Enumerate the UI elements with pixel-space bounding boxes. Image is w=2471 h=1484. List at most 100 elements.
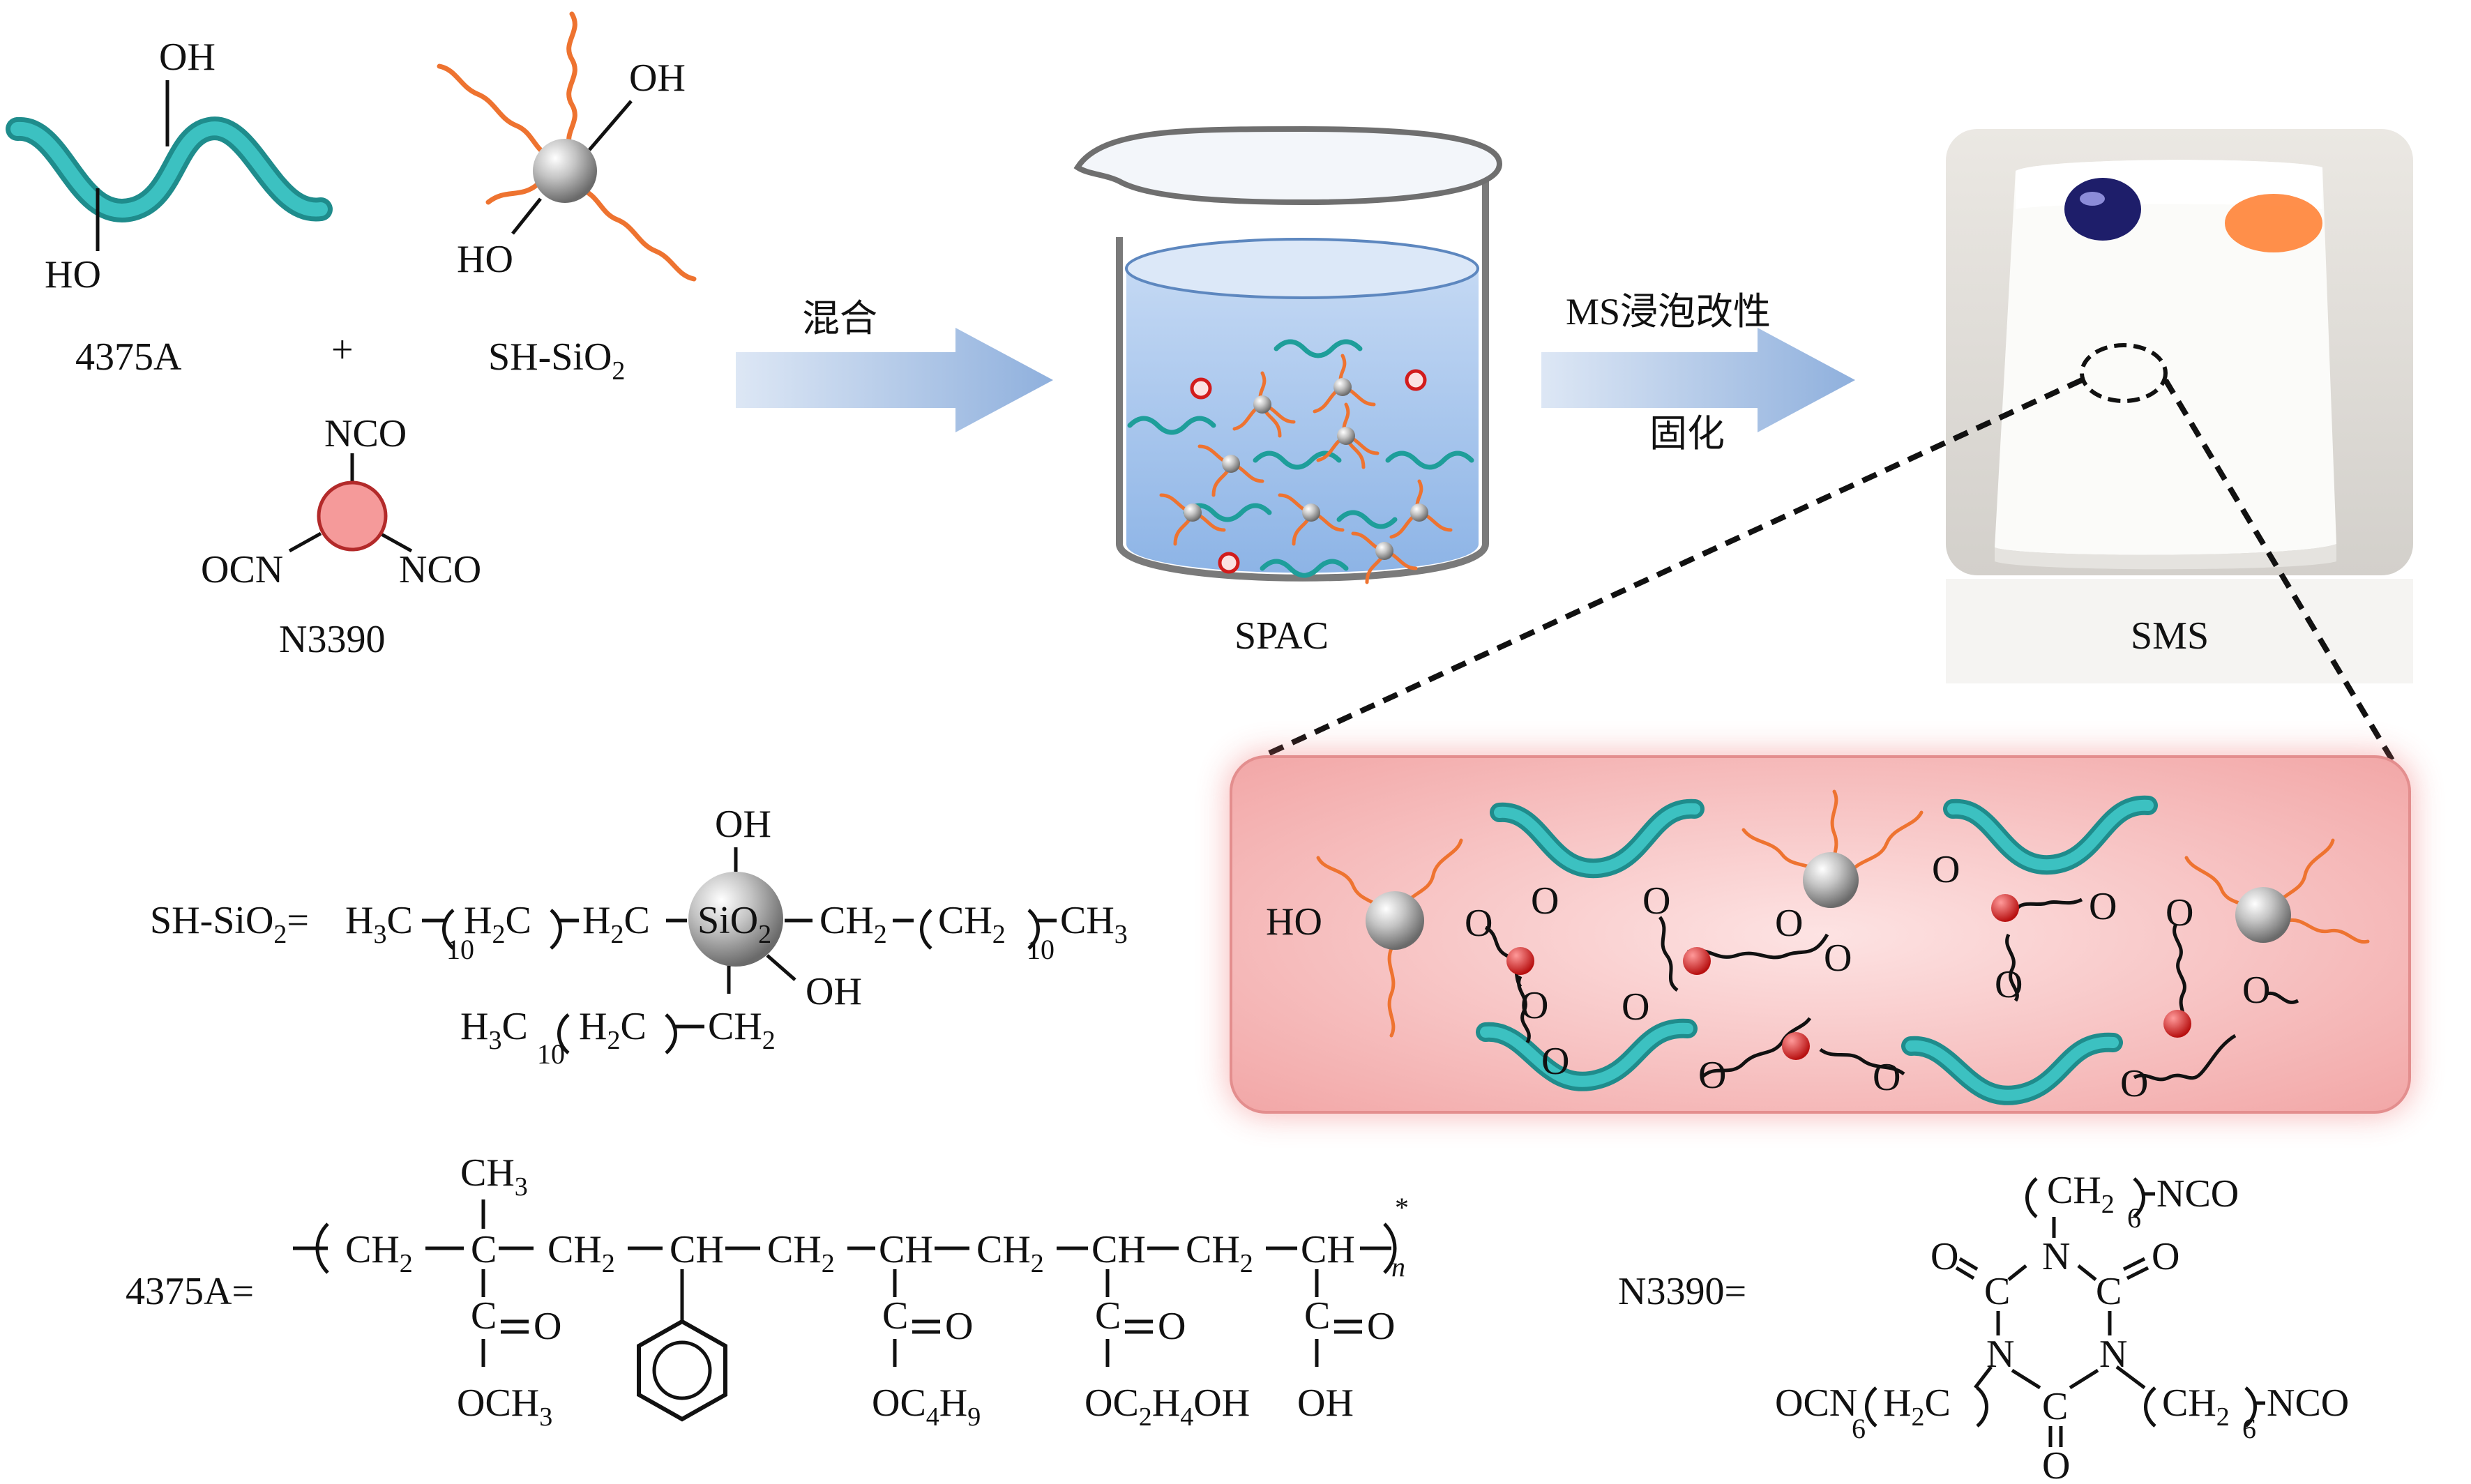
svg-text:CH2: CH2 [976,1228,1044,1278]
svg-text:C: C [2042,1385,2068,1428]
svg-text:CH2: CH2 [767,1228,835,1278]
svg-text:H2C: H2C [1883,1381,1951,1432]
svg-text:CH2: CH2 [1186,1228,1253,1278]
svg-text:O: O [1932,848,1960,891]
svg-text:O: O [1775,902,1803,945]
soak-cure-arrow [1541,328,1855,432]
mix-label: 混合 [802,296,877,340]
svg-text:CH2: CH2 [708,1005,776,1055]
formula-shsio2: SH-SiO2= H3C H2C 10 H2C SiO2 OH CH2 CH2 … [150,803,1128,1070]
label-4375a: 4375A [75,335,182,379]
oh-particle-label: OH [629,56,686,100]
reactant-4375a-ribbon [6,80,333,251]
svg-text:O: O [1158,1305,1186,1348]
svg-text:O: O [1824,937,1852,980]
plus-sign: + [331,328,354,372]
svg-text:C: C [1984,1270,2010,1313]
reactant-shsio2-particle [437,11,697,282]
label-spac: SPAC [1234,614,1329,658]
svg-text:O: O [1465,902,1493,945]
soak-label: MS浸泡改性 [1566,291,1771,333]
svg-text:O: O [1873,1056,1901,1099]
nco-top-label: NCO [324,412,407,455]
svg-text:CH2: CH2 [2047,1169,2115,1219]
svg-text:CH: CH [1091,1228,1146,1271]
svg-text:H2C: H2C [464,899,531,949]
svg-text:CH2: CH2 [938,899,1006,949]
sms-photo [1946,129,2413,683]
network-panel [1227,753,2413,1116]
reactant-n3390 [288,453,413,553]
svg-text:H2C: H2C [582,899,650,949]
svg-text:OH: OH [715,803,771,846]
svg-text:C: C [1304,1294,1330,1338]
svg-text:6: 6 [1852,1413,1866,1444]
svg-text:6: 6 [2242,1413,2256,1444]
svg-text:10: 10 [537,1038,565,1070]
svg-text:N: N [2099,1333,2127,1376]
svg-text:O: O [2120,1062,2148,1105]
svg-text:O: O [1698,1054,1726,1097]
oh-top-label: OH [159,36,216,79]
svg-text:10: 10 [1027,934,1055,965]
formula-n3390: N3390= CH2 6 NCO N O C C O N N C O OCN 6… [1618,1169,2349,1484]
svg-text:CH: CH [670,1228,724,1271]
svg-text:O: O [2042,1444,2070,1484]
formula-4375a: 4375A= CH2 C CH3 C O OCH3 CH2 CH CH2 CH … [126,1151,1409,1432]
svg-text:H3C: H3C [460,1005,528,1055]
svg-text:CH3: CH3 [1060,899,1128,949]
svg-text:OC2H4OH: OC2H4OH [1085,1381,1250,1432]
svg-text:n: n [1391,1251,1405,1282]
svg-text:N3390=: N3390= [1618,1270,1746,1313]
beaker-contents [1127,339,1474,584]
svg-text:O: O [1642,879,1670,923]
svg-text:CH2: CH2 [345,1228,413,1278]
svg-text:C: C [471,1294,497,1338]
cure-label: 固化 [1649,411,1725,455]
svg-text:OC4H9: OC4H9 [872,1381,981,1432]
svg-text:O: O [1367,1305,1395,1348]
svg-text:O: O [1541,1040,1569,1083]
svg-text:O: O [1531,879,1559,923]
svg-text:N: N [2042,1235,2070,1278]
svg-text:H3C: H3C [345,899,413,949]
zoom-line-right [2163,378,2405,780]
mix-arrow [736,328,1053,432]
svg-text:O: O [1930,1235,1958,1278]
svg-text:O: O [2152,1235,2179,1278]
svg-text:O: O [1622,985,1649,1029]
ho-particle-label: HO [457,238,513,281]
svg-text:CH2: CH2 [819,899,887,949]
svg-text:10: 10 [446,934,474,965]
svg-text:O: O [2166,891,2193,934]
ho-left-label: HO [45,253,101,296]
svg-text:H2C: H2C [579,1005,647,1055]
svg-text:CH3: CH3 [460,1151,528,1202]
svg-text:O: O [945,1305,973,1348]
svg-text:C: C [471,1228,497,1271]
network-ho-label: HO [1266,900,1322,944]
svg-text:CH: CH [1301,1228,1355,1271]
svg-text:O: O [534,1305,561,1348]
svg-text:O: O [2242,969,2270,1012]
svg-text:O: O [2089,885,2117,928]
svg-text:CH: CH [879,1228,933,1271]
svg-text:OCN: OCN [1775,1381,1857,1425]
svg-text:CH2: CH2 [547,1228,615,1278]
svg-text:C: C [882,1294,908,1338]
svg-text:C: C [2096,1270,2122,1313]
svg-text:OH: OH [1297,1381,1354,1425]
ocn-left-label: OCN [201,548,283,591]
svg-text:6: 6 [2127,1202,2141,1234]
label-n3390: N3390 [279,618,385,661]
svg-text:CH2: CH2 [2162,1381,2230,1432]
svg-text:SH-SiO2=: SH-SiO2= [150,899,309,949]
network-o-labels: O O O O O O O O O O O O O O O O [1465,848,2270,1105]
svg-text:OCH3: OCH3 [457,1381,552,1432]
svg-text:O: O [1995,963,2023,1006]
beaker [1073,126,1503,584]
svg-text:*: * [1395,1192,1409,1223]
nco-right-label: NCO [399,548,481,591]
svg-text:NCO: NCO [2156,1172,2239,1216]
